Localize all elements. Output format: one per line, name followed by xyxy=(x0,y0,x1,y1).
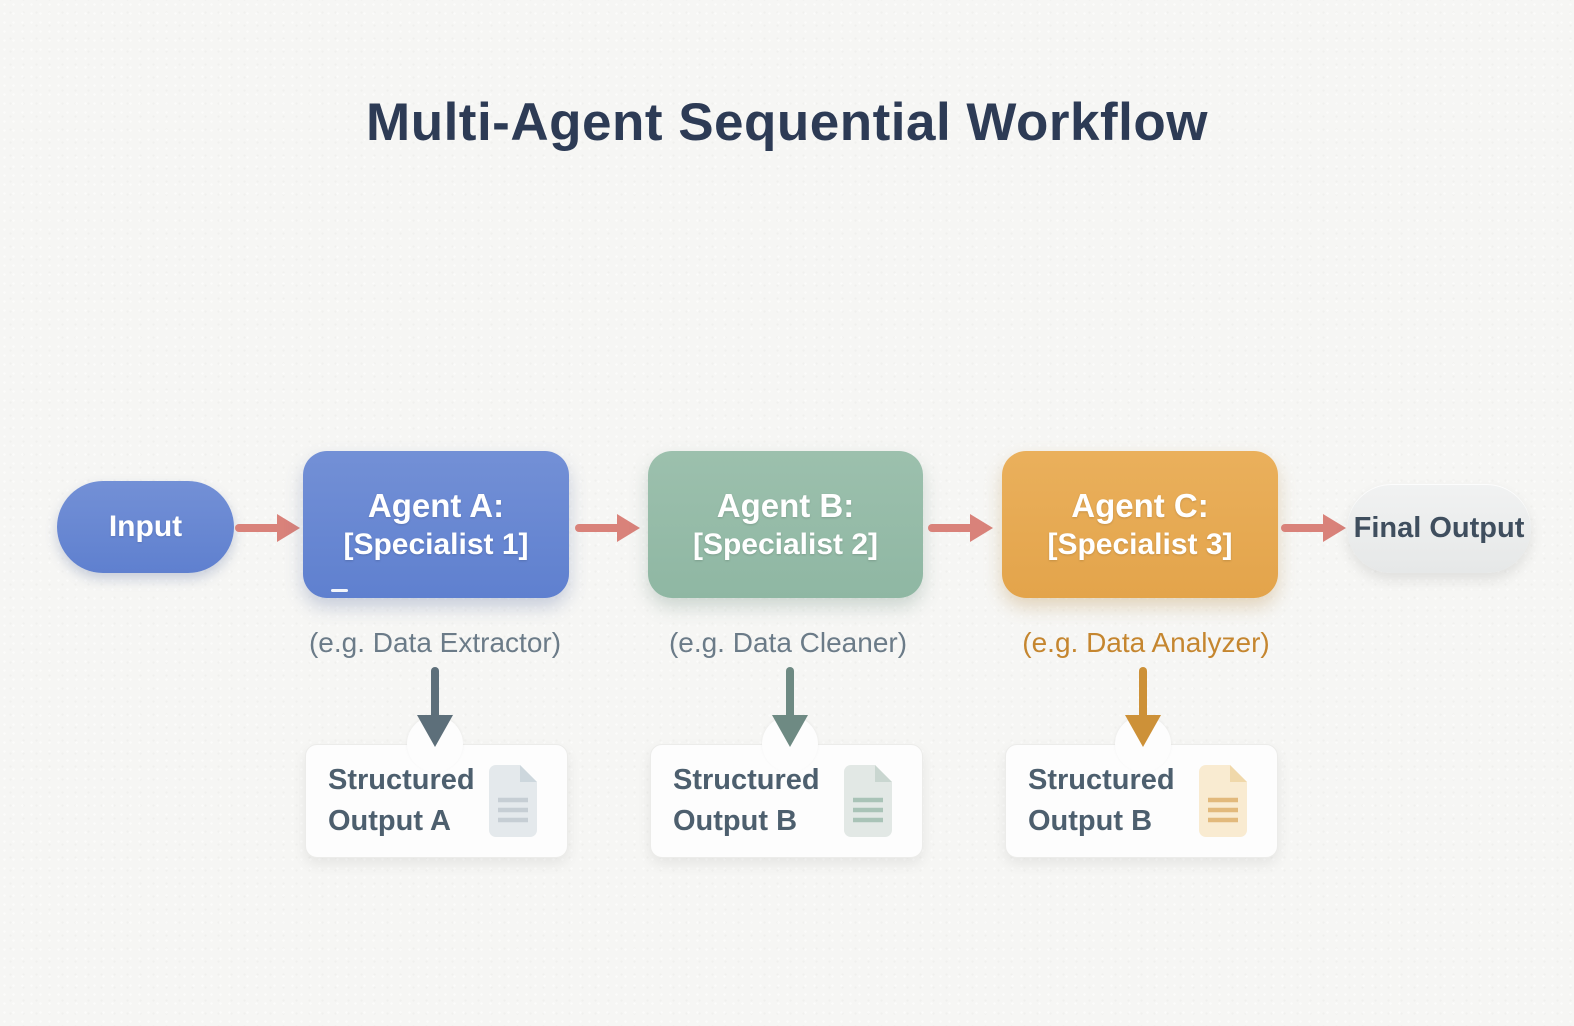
structured-output-a-label: Structured Output A xyxy=(328,764,475,837)
agent-c-title: Agent C: xyxy=(1071,487,1209,524)
agent-b-subtitle: [Specialist 2] xyxy=(692,528,879,561)
right-arrow-icon xyxy=(1281,514,1346,542)
agent-b-example-caption: (e.g. Data Cleaner) xyxy=(668,627,908,658)
diagram-title: Multi-Agent Sequential Workflow xyxy=(366,93,1208,152)
agent-b-title: Agent B: xyxy=(716,487,855,524)
right-arrow-icon xyxy=(235,514,300,542)
right-arrow-icon xyxy=(575,514,640,542)
agent-a-example-caption: (e.g. Data Extractor) xyxy=(308,627,562,658)
agent-c-node: Agent C: [Specialist 3] xyxy=(1002,451,1278,598)
down-arrow-icon xyxy=(1125,667,1161,747)
right-arrow-icon xyxy=(928,514,993,542)
agent-a-title: Agent A: xyxy=(367,487,505,524)
final-output-label: Final Output xyxy=(1353,512,1525,544)
document-icon xyxy=(489,765,537,837)
final-output-node: Final Output xyxy=(1347,484,1531,573)
agent-b-node: Agent B: [Specialist 2] xyxy=(648,451,923,598)
down-arrow-icon xyxy=(417,667,453,747)
down-arrow-icon xyxy=(772,667,808,747)
document-icon xyxy=(1199,765,1247,837)
agent-a-subtitle: [Specialist 1] xyxy=(343,528,529,561)
agent-c-example-caption: (e.g. Data Analyzer) xyxy=(1022,627,1270,658)
agent-a-node: Agent A: [Specialist 1] xyxy=(303,451,569,598)
stray-underscore-mark xyxy=(331,589,348,592)
input-node: Input xyxy=(57,481,234,573)
input-node-label: Input xyxy=(108,510,183,543)
structured-output-b-label: Structured Output B xyxy=(673,764,820,837)
structured-output-c-label: Structured Output B xyxy=(1028,764,1175,837)
agent-c-subtitle: [Specialist 3] xyxy=(1047,528,1233,561)
document-icon xyxy=(844,765,892,837)
